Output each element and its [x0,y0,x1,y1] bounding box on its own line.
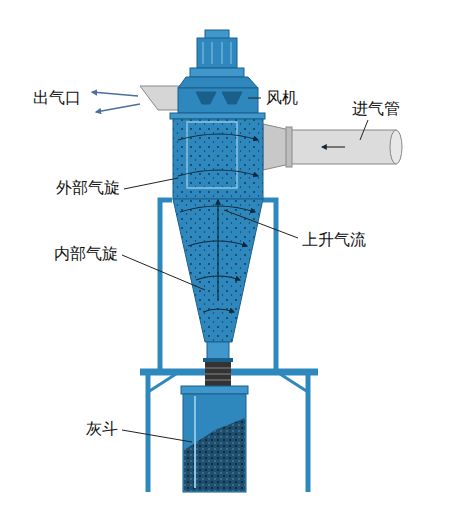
ash-hopper [181,386,248,492]
fan-detail [222,92,242,104]
left-support [160,200,172,372]
flow-arrow [322,146,345,147]
dust-pile [184,418,245,491]
leader-line [360,120,368,140]
part-label: 上升气流 [302,230,366,249]
outlet-duct [140,86,180,110]
leader-line [124,178,178,189]
swirl-arrow [178,170,258,176]
discharge [203,342,233,386]
cylinder [173,119,263,199]
inlet-flange [286,127,292,167]
fan-housing [178,88,258,113]
hopper-drum [183,394,246,492]
leader-line [224,210,298,238]
leader-line [122,255,205,290]
leader-line [122,430,192,442]
fan-detail [196,92,216,104]
hopper-highlight [194,396,196,488]
body-flange [170,113,265,119]
bellows-fold [205,380,231,381]
part-label: 灰斗 [86,419,118,438]
motor-base [190,68,244,77]
motor [197,38,237,68]
part-label: 进气管 [352,99,400,118]
part-label: 出气口 [33,88,81,107]
bellows-fold [205,368,231,369]
fan-motor [178,30,258,113]
part-label: 外部气旋 [56,178,120,197]
motor-rib [203,42,204,64]
flow-arrow [96,104,140,112]
updraft-arrow [217,200,218,300]
support-frame [140,200,318,492]
brace [280,374,308,392]
motor-rib [231,42,232,64]
cone [173,199,263,342]
hopper-lid [181,386,248,394]
motor-rib [222,42,223,64]
bellows-fold [205,374,231,375]
motor-rib [212,42,213,64]
part-label: 风机 [266,88,298,107]
vortex-finder [187,122,237,188]
discharge-pipe [207,342,229,360]
cyclone-body [170,113,265,342]
part-label: 内部气旋 [54,244,118,263]
leader-lines [122,98,368,442]
inlet-end [390,130,402,164]
bellows [205,362,231,386]
inlet-pipe [263,124,402,170]
swirl-arrow [178,134,258,140]
discharge-flange [203,358,233,362]
inlet-duct [290,130,396,164]
outlet [92,86,180,112]
leader-line [248,98,261,99]
brace [148,374,176,392]
fan-housing-top [178,77,258,88]
swirl-arrow [203,309,234,312]
flow-arrow [92,92,138,96]
